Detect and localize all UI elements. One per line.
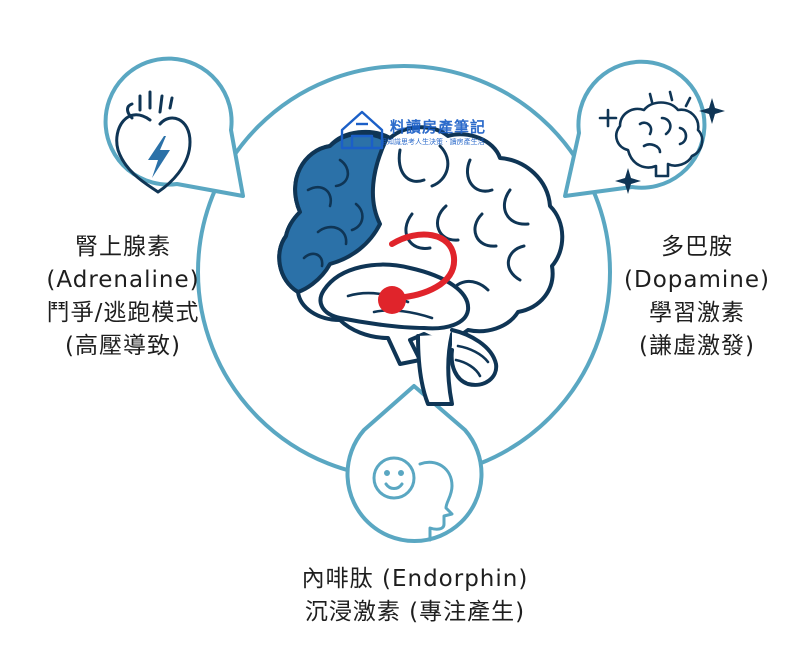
endorphin-line-2: 沉浸激素 (專注產生)	[304, 599, 526, 625]
adrenaline-line-1: 腎上腺素	[75, 234, 171, 260]
watermark-subtitle: 用知識思考人生決策 · 讀房產生活	[380, 138, 485, 146]
dopamine-line-1: 多巴胺	[661, 234, 733, 260]
dopamine-line-4: (謙虛激發)	[639, 333, 755, 359]
adrenaline-line-2: (Adrenaline)	[46, 267, 200, 293]
adrenaline-line-3: 鬥爭/逃跑模式	[46, 300, 200, 326]
highlight-region	[378, 231, 458, 314]
heart-icon	[115, 90, 192, 194]
watermark-title: 料讀房產筆記	[390, 118, 487, 136]
brain-illustration	[277, 125, 565, 406]
endorphin-bubble	[345, 384, 484, 543]
adrenaline-line-4: (高壓導致)	[65, 333, 181, 359]
endorphin-line-1: 內啡肽 (Endorphin)	[301, 566, 529, 592]
adrenaline-label: 腎上腺素 (Adrenaline) 鬥爭/逃跑模式 (高壓導致)	[28, 231, 218, 363]
dopamine-line-2: (Dopamine)	[624, 267, 770, 293]
dopamine-line-3: 學習激素	[649, 300, 745, 326]
watermark-logo	[340, 110, 384, 150]
dopamine-label: 多巴胺 (Dopamine) 學習激素 (謙虛激發)	[606, 231, 788, 363]
adrenaline-bubble	[103, 56, 245, 198]
smiling-head-icon	[372, 456, 454, 542]
watermark: 料讀房產筆記 用知識思考人生決策 · 讀房產生活	[338, 110, 496, 152]
endorphin-label: 內啡肽 (Endorphin) 沉浸激素 (專注產生)	[270, 563, 560, 629]
brain-sparkle-icon	[598, 90, 725, 194]
